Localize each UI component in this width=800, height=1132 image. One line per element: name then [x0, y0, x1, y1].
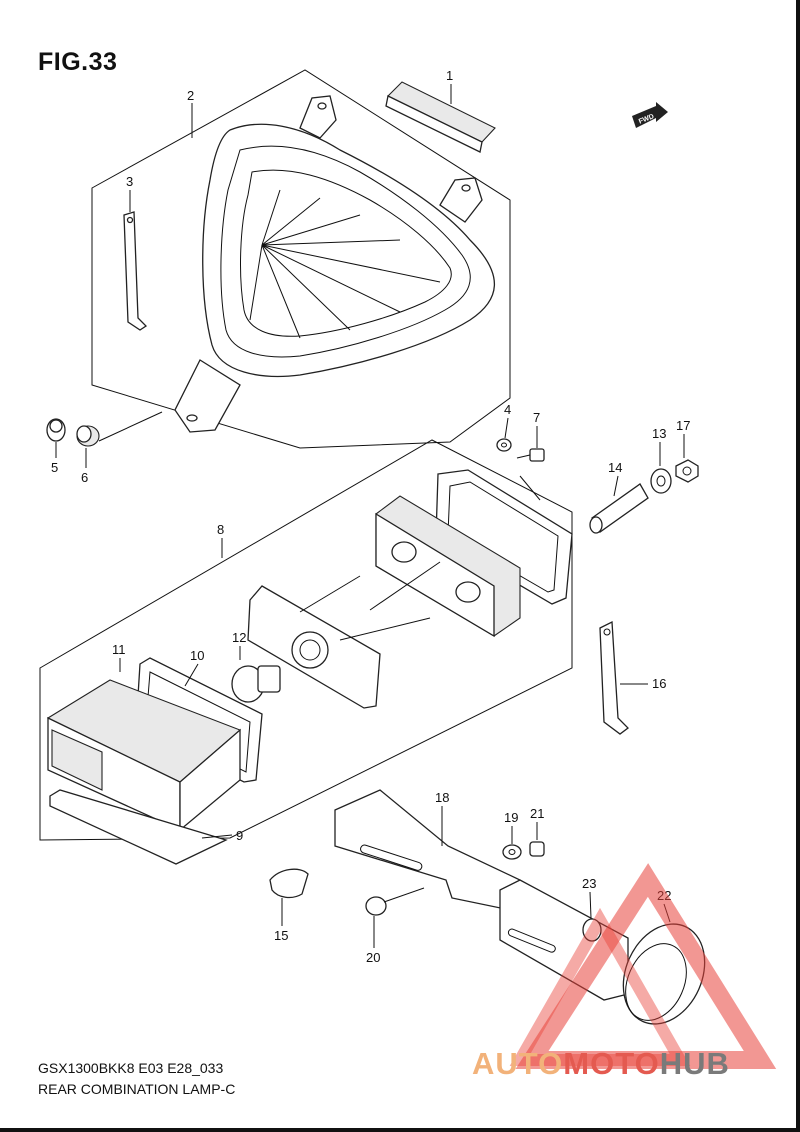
callout-23: 23	[582, 876, 596, 891]
side-bracket-part	[599, 620, 629, 735]
frame-border-right	[796, 0, 800, 1132]
callout-19: 19	[504, 810, 518, 825]
callout-12: 12	[232, 630, 246, 645]
callout-5: 5	[51, 460, 58, 475]
brand-word-hub: HUB	[659, 1046, 730, 1081]
callout-11: 11	[112, 642, 126, 657]
washer-small-part	[502, 844, 522, 860]
bulb-socket-part	[247, 561, 441, 709]
callout-1: 1	[446, 68, 453, 83]
callout-3: 3	[126, 174, 133, 189]
reflector-plate-part	[49, 789, 228, 865]
callout-6: 6	[81, 470, 88, 485]
callout-17: 17	[676, 418, 690, 433]
lens-part	[46, 679, 242, 832]
bolt-part	[365, 887, 425, 916]
nut-part	[675, 459, 699, 483]
spacer-tube-part	[589, 483, 649, 534]
callout-16: 16	[652, 676, 666, 691]
backing-plate-part	[375, 495, 521, 638]
fwd-arrow-icon: FWD	[632, 102, 668, 128]
callout-10: 10	[190, 648, 204, 663]
collar-part	[76, 425, 100, 447]
brand-word-moto: MOTO	[563, 1046, 660, 1081]
watermark-brand: AUTOMOTOHUB	[472, 1046, 730, 1082]
frame-border-bottom	[0, 1128, 800, 1132]
callout-2: 2	[187, 88, 194, 103]
callout-8: 8	[217, 522, 224, 537]
nut-flange-part	[582, 918, 602, 942]
callout-7: 7	[533, 410, 540, 425]
diagram-name: REAR COMBINATION LAMP-C	[38, 1081, 236, 1097]
model-code: GSX1300BKK8 E03 E28_033	[38, 1060, 224, 1076]
bulb-part	[231, 665, 281, 703]
pad-part	[385, 81, 496, 153]
bracket-strip-part	[123, 211, 148, 331]
cap-part	[269, 868, 309, 899]
callout-21: 21	[530, 806, 544, 821]
figure-title: FIG.33	[38, 48, 118, 76]
callout-18: 18	[435, 790, 449, 805]
screw-part	[516, 448, 545, 462]
housing-group-outline	[91, 69, 511, 449]
callout-labels: 1 2 3 4 5 6 7 8 9 10 11 12 13 14 15 16 1…	[51, 68, 690, 965]
nut-small-part	[529, 841, 545, 857]
diagram-footer: GSX1300BKK8 E03 E28_033 REAR COMBINATION…	[38, 1058, 235, 1100]
callout-9: 9	[236, 828, 243, 843]
watermark-logo-icon	[509, 863, 777, 1069]
callout-15: 15	[274, 928, 288, 943]
brand-word-auto: AUTO	[472, 1046, 564, 1081]
washer-part	[496, 438, 512, 452]
callout-14: 14	[608, 460, 622, 475]
callout-20: 20	[366, 950, 380, 965]
lamp-assembly-group-outline	[39, 439, 573, 841]
callout-13: 13	[652, 426, 666, 441]
callout-4: 4	[504, 402, 511, 417]
grommet-part	[46, 418, 66, 442]
lamp-housing-part	[174, 95, 495, 433]
washer-large-part	[650, 468, 672, 494]
